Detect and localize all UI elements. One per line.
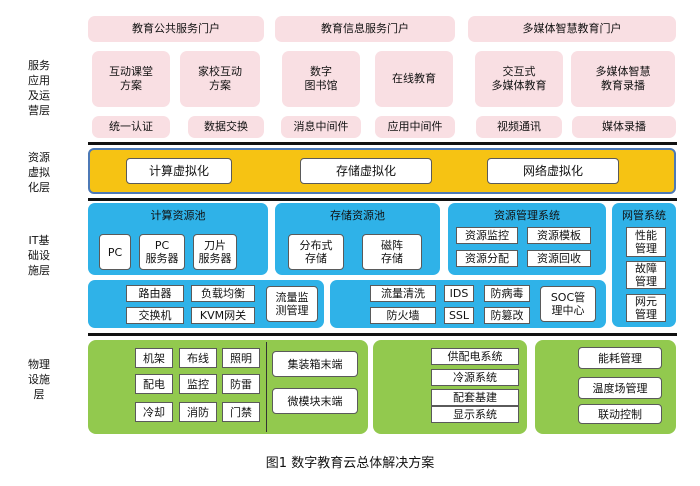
facility-item: 冷却: [135, 402, 173, 422]
service-box: 消息中间件: [281, 116, 361, 138]
layer-divider: [88, 198, 677, 201]
terminal-item: 集装箱末端: [272, 351, 358, 377]
portal-box: 多媒体智慧教育门户: [468, 16, 676, 42]
facility-item: 机架: [135, 348, 173, 368]
layer-divider: [88, 142, 677, 145]
resource-mgmt-title: 资源管理系统: [494, 209, 560, 222]
network-mgmt-item: 性能 管理: [626, 227, 666, 257]
figure-caption: 图1 数字教育云总体解决方案: [265, 456, 435, 471]
app-box: 多媒体智慧 教育录播: [571, 51, 675, 107]
network-virtualization-box: 网络虚拟化: [487, 158, 619, 184]
storage-virtualization-box: 存储虚拟化: [300, 158, 432, 184]
control-item: 温度场管理: [578, 377, 662, 399]
security-item: SSL: [444, 307, 474, 324]
system-item: 冷源系统: [431, 369, 519, 386]
layer-label-it: IT基 础设 施层: [28, 234, 50, 277]
app-box: 互动课堂 方案: [92, 51, 170, 107]
network-mgmt-title: 网管系统: [622, 209, 666, 222]
facility-item: 消防: [179, 402, 217, 422]
network-item: KVM网关: [191, 307, 255, 324]
network-item: 交换机: [126, 307, 184, 324]
network-mgmt-item: 网元 管理: [626, 294, 666, 322]
security-item: 防篡改: [484, 307, 530, 324]
storage-item: 磁阵 存储: [362, 234, 422, 270]
service-box: 视频通讯: [476, 116, 562, 138]
security-item: 防病毒: [484, 285, 530, 302]
compute-virtualization-box: 计算虚拟化: [126, 158, 232, 184]
facility-divider: [266, 342, 267, 432]
security-item: IDS: [444, 285, 474, 302]
traffic-monitor-box: 流量监 测管理: [266, 286, 318, 322]
facility-item: 门禁: [222, 402, 260, 422]
control-item: 联动控制: [578, 404, 662, 424]
resource-mgmt-item: 资源分配: [456, 250, 518, 267]
resource-mgmt-item: 资源回收: [527, 250, 591, 267]
portal-box: 教育公共服务门户: [88, 16, 264, 42]
layer-label-resource: 资源 虚拟 化层: [28, 151, 50, 194]
portal-box: 教育信息服务门户: [275, 16, 455, 42]
storage-item: 分布式 存储: [288, 234, 344, 270]
service-box: 媒体录播: [572, 116, 676, 138]
facility-item: 布线: [179, 348, 217, 368]
app-box: 交互式 多媒体教育: [475, 51, 563, 107]
compute-pool-title: 计算资源池: [150, 209, 206, 222]
compute-item: PC: [99, 234, 131, 270]
facility-item: 防雷: [222, 374, 260, 394]
app-box: 数字 图书馆: [282, 51, 360, 107]
app-box: 家校互动 方案: [180, 51, 260, 107]
system-item: 显示系统: [431, 406, 519, 423]
network-item: 负载均衡: [191, 285, 255, 302]
facility-item: 照明: [222, 348, 260, 368]
service-box: 统一认证: [92, 116, 170, 138]
network-item: 路由器: [126, 285, 184, 302]
resource-mgmt-item: 资源监控: [456, 227, 518, 244]
layer-label-service: 服务 应用 及运 营层: [28, 59, 50, 117]
storage-pool-title: 存储资源池: [330, 209, 385, 222]
service-box: 数据交换: [188, 116, 264, 138]
terminal-item: 微模块末端: [272, 388, 358, 414]
soc-center-box: SOC管 理中心: [540, 286, 596, 322]
control-item: 能耗管理: [578, 347, 662, 369]
security-item: 防火墙: [370, 307, 436, 324]
layer-label-physical: 物理 设施 层: [28, 358, 50, 401]
app-box: 在线教育: [375, 51, 453, 107]
system-item: 供配电系统: [431, 348, 519, 365]
compute-item: PC 服务器: [139, 234, 185, 270]
network-mgmt-item: 故障 管理: [626, 261, 666, 289]
service-box: 应用中间件: [375, 116, 455, 138]
facility-item: 监控: [179, 374, 217, 394]
security-item: 流量清洗: [370, 285, 436, 302]
system-item: 配套基建: [431, 389, 519, 406]
compute-item: 刀片 服务器: [193, 234, 237, 270]
facility-item: 配电: [135, 374, 173, 394]
layer-divider: [88, 333, 677, 336]
resource-mgmt-item: 资源模板: [527, 227, 591, 244]
